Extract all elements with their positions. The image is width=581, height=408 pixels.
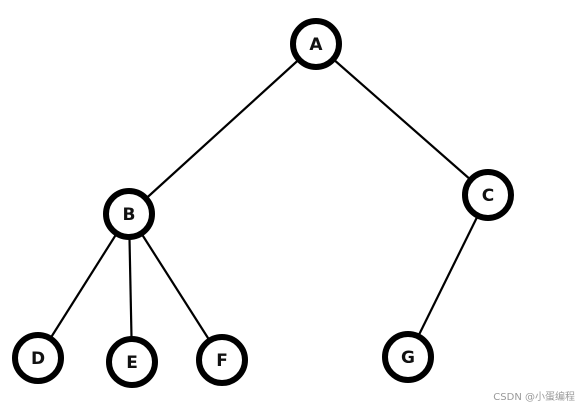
edges-layer bbox=[37, 43, 489, 363]
node-label-e: E bbox=[126, 353, 138, 373]
node-a: A bbox=[290, 18, 342, 70]
node-circle-f bbox=[196, 334, 248, 386]
nodes-layer: A B C D E F G bbox=[12, 18, 514, 388]
node-circle-c bbox=[462, 169, 514, 221]
node-f: F bbox=[196, 334, 248, 386]
node-label-f: F bbox=[216, 351, 228, 371]
node-circle-d bbox=[12, 332, 64, 384]
node-label-c: C bbox=[482, 186, 494, 206]
node-g: G bbox=[382, 331, 434, 383]
node-circle-a bbox=[290, 18, 342, 70]
watermark-text: CSDN @小蛋编程 bbox=[493, 392, 575, 403]
edge-a-c bbox=[315, 43, 489, 196]
node-label-d: D bbox=[31, 349, 45, 369]
node-b: B bbox=[103, 188, 155, 240]
node-circle-b bbox=[103, 188, 155, 240]
edge-c-g bbox=[407, 194, 489, 358]
node-label-b: B bbox=[123, 205, 136, 225]
node-label-a: A bbox=[309, 35, 323, 55]
node-c: C bbox=[462, 169, 514, 221]
edge-b-d bbox=[37, 213, 130, 359]
node-d: D bbox=[12, 332, 64, 384]
edge-b-f bbox=[128, 213, 223, 361]
node-label-g: G bbox=[401, 348, 415, 368]
node-e: E bbox=[106, 336, 158, 388]
node-circle-g bbox=[382, 331, 434, 383]
edge-a-b bbox=[128, 43, 317, 215]
node-circle-e bbox=[106, 336, 158, 388]
